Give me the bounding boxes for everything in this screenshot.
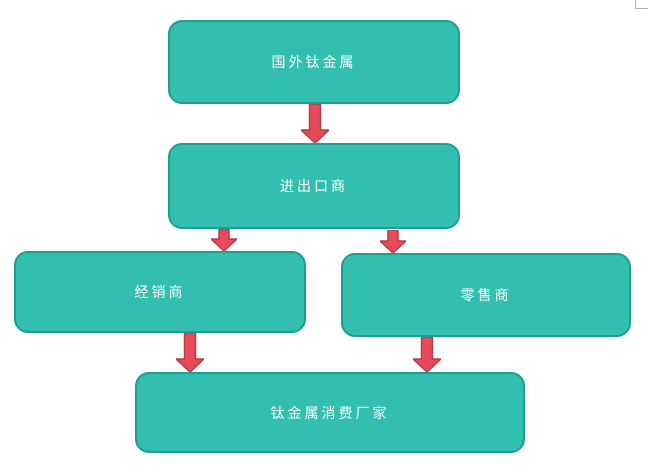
node-import-export-trader-label: 进出口商 bbox=[280, 178, 348, 194]
node-distributor: 经销商 bbox=[14, 251, 306, 333]
node-foreign-titanium-label: 国外钛金属 bbox=[271, 54, 357, 70]
node-retailer: 零售商 bbox=[341, 253, 631, 337]
node-foreign-titanium: 国外钛金属 bbox=[168, 20, 460, 104]
node-titanium-consumer-manufacturer-label: 钛金属消费厂家 bbox=[270, 404, 390, 421]
down-arrow-icon bbox=[176, 333, 204, 372]
down-arrow-icon bbox=[301, 104, 329, 143]
down-arrow-icon bbox=[413, 337, 441, 372]
node-import-export-trader: 进出口商 bbox=[168, 143, 460, 229]
node-retailer-label: 零售商 bbox=[460, 287, 512, 303]
node-titanium-consumer-manufacturer: 钛金属消费厂家 bbox=[135, 372, 525, 453]
down-arrow-icon bbox=[380, 230, 406, 253]
node-distributor-label: 经销商 bbox=[134, 284, 186, 300]
down-arrow-icon bbox=[211, 229, 237, 251]
corner-crop-mark bbox=[635, 0, 648, 9]
